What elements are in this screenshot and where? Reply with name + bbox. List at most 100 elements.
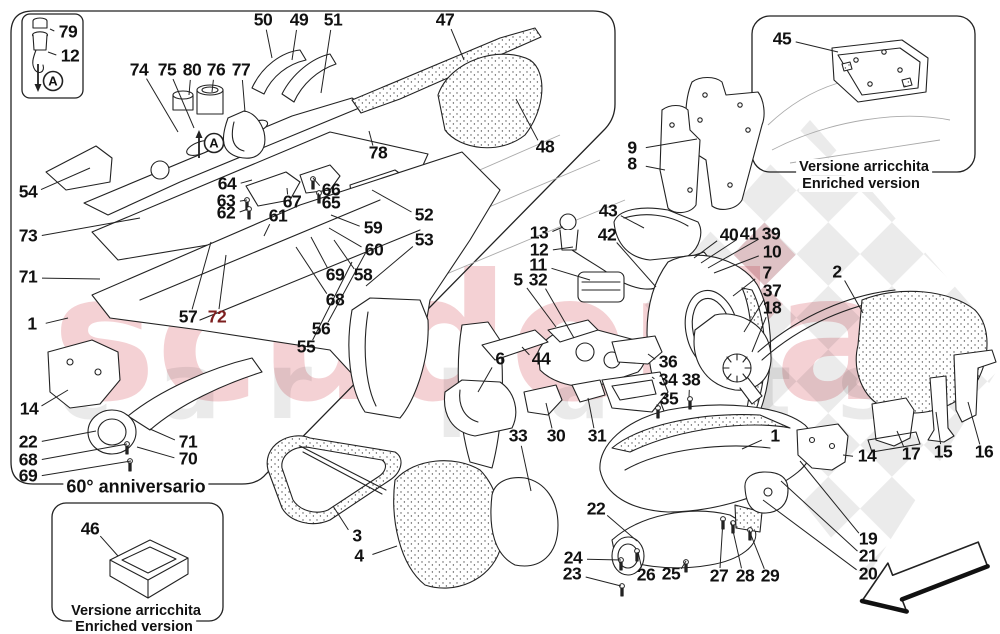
part-callout-40[interactable]: 40 (719, 224, 739, 245)
part-callout-59[interactable]: 59 (363, 217, 383, 238)
part-callout-39[interactable]: 39 (761, 223, 781, 244)
part-callout-30[interactable]: 30 (546, 425, 566, 446)
part-callout-12[interactable]: 12 (529, 239, 549, 260)
part-callout-1[interactable]: 1 (27, 313, 37, 334)
rear-panel-part (490, 477, 559, 567)
part-callout-71[interactable]: 71 (18, 266, 38, 287)
part-callout-69[interactable]: 69 (18, 465, 38, 486)
part-callout-73[interactable]: 73 (18, 225, 38, 246)
part-callout-18[interactable]: 18 (762, 297, 782, 318)
handle-part-2 (281, 53, 337, 103)
inset-frame-46-part (109, 539, 189, 599)
part-callout-37[interactable]: 37 (762, 280, 782, 301)
part-callout-45[interactable]: 45 (772, 28, 792, 49)
part-callout-5[interactable]: 5 (513, 269, 523, 290)
part-callout-58[interactable]: 58 (353, 264, 373, 285)
part-callout-36[interactable]: 36 (658, 351, 678, 372)
part-callout-10[interactable]: 10 (762, 241, 782, 262)
part-callout-15[interactable]: 15 (933, 441, 953, 462)
part-callout-75[interactable]: 75 (157, 59, 177, 80)
part-callout-22[interactable]: 22 (18, 431, 38, 452)
part-callout-80[interactable]: 80 (182, 59, 202, 80)
part-callout-19[interactable]: 19 (858, 528, 878, 549)
part-callout-46[interactable]: 46 (80, 518, 100, 539)
part-callout-74[interactable]: 74 (129, 59, 149, 80)
inset-bracket-45-part (831, 39, 929, 103)
part-callout-32[interactable]: 32 (528, 269, 548, 290)
part-callout-68[interactable]: 68 (325, 289, 345, 310)
part-callout-25[interactable]: 25 (661, 563, 681, 584)
part-callout-4[interactable]: 4 (354, 545, 364, 566)
part-callout-2[interactable]: 2 (832, 261, 842, 282)
part-callout-14[interactable]: 14 (857, 445, 877, 466)
part-callout-67[interactable]: 67 (282, 191, 302, 212)
part-callout-77[interactable]: 77 (231, 59, 251, 80)
part-callout-47[interactable]: 47 (435, 9, 455, 30)
tray-part (481, 329, 549, 361)
view-marker-A: A (195, 130, 225, 158)
part-callout-31[interactable]: 31 (587, 425, 607, 446)
part-callout-70[interactable]: 70 (178, 448, 198, 469)
part-callout-60[interactable]: 60 (364, 239, 384, 260)
back-arrow-icon[interactable] (859, 541, 990, 614)
part-callout-1[interactable]: 1 (770, 425, 780, 446)
part-callout-56[interactable]: 56 (311, 318, 331, 339)
part-callout-72[interactable]: 72 (207, 306, 227, 327)
part-callout-38[interactable]: 38 (681, 369, 701, 390)
carpet-tray-part (266, 435, 402, 525)
part-callout-35[interactable]: 35 (659, 388, 679, 409)
part-callout-17[interactable]: 17 (901, 443, 921, 464)
part-callout-66[interactable]: 66 (321, 179, 341, 200)
anniversario-frame (10, 10, 616, 485)
part-callout-68[interactable]: 68 (18, 449, 38, 470)
part-callout-9[interactable]: 9 (627, 137, 637, 158)
part-callout-69[interactable]: 69 (325, 264, 345, 285)
part-callout-62[interactable]: 62 (216, 202, 236, 223)
part-callout-65[interactable]: 65 (321, 192, 341, 213)
part-callout-11[interactable]: 11 (529, 254, 547, 275)
part-callout-34[interactable]: 34 (658, 369, 678, 390)
part-callout-41[interactable]: 41 (739, 223, 759, 244)
part-callout-27[interactable]: 27 (709, 565, 729, 586)
part-callout-20[interactable]: 20 (858, 563, 878, 584)
part-callout-42[interactable]: 42 (597, 224, 617, 245)
part-callout-26[interactable]: 26 (636, 564, 656, 585)
part-callout-33[interactable]: 33 (508, 425, 528, 446)
handle-part (251, 49, 307, 95)
part-callout-51[interactable]: 51 (323, 9, 343, 30)
part-callout-3[interactable]: 3 (352, 525, 362, 546)
part-callout-16[interactable]: 16 (974, 441, 994, 462)
part-callout-78[interactable]: 78 (368, 142, 388, 163)
part-callout-6[interactable]: 6 (495, 348, 505, 369)
small-bracket-part (245, 171, 301, 207)
part-callout-23[interactable]: 23 (562, 563, 582, 584)
part-callout-24[interactable]: 24 (563, 547, 583, 568)
part-callout-50[interactable]: 50 (253, 9, 273, 30)
part-callout-53[interactable]: 53 (414, 229, 434, 250)
part-callout-54[interactable]: 54 (18, 181, 38, 202)
part-callout-44[interactable]: 44 (531, 348, 551, 369)
part-callout-29[interactable]: 29 (760, 565, 780, 586)
part-callout-7[interactable]: 7 (762, 262, 772, 283)
part-callout-71[interactable]: 71 (178, 431, 198, 452)
seat-side-panel-part (348, 297, 429, 419)
part-callout-8[interactable]: 8 (627, 153, 637, 174)
part-callout-57[interactable]: 57 (178, 306, 198, 327)
part-callout-14[interactable]: 14 (19, 398, 39, 419)
part-callout-48[interactable]: 48 (535, 136, 555, 157)
part-callout-63[interactable]: 63 (216, 190, 236, 211)
vent-cone-part (693, 313, 772, 405)
part-callout-12[interactable]: 12 (60, 45, 80, 66)
part-callout-76[interactable]: 76 (206, 59, 226, 80)
part-callout-55[interactable]: 55 (296, 336, 316, 357)
part-callout-22[interactable]: 22 (586, 498, 606, 519)
part-callout-28[interactable]: 28 (735, 565, 755, 586)
part-callout-61[interactable]: 61 (268, 205, 288, 226)
part-callout-64[interactable]: 64 (217, 173, 237, 194)
part-callout-79[interactable]: 79 (58, 21, 78, 42)
part-callout-43[interactable]: 43 (598, 200, 618, 221)
part-callout-13[interactable]: 13 (529, 222, 549, 243)
part-callout-52[interactable]: 52 (414, 204, 434, 225)
part-callout-49[interactable]: 49 (289, 9, 309, 30)
part-callout-21[interactable]: 21 (858, 545, 878, 566)
